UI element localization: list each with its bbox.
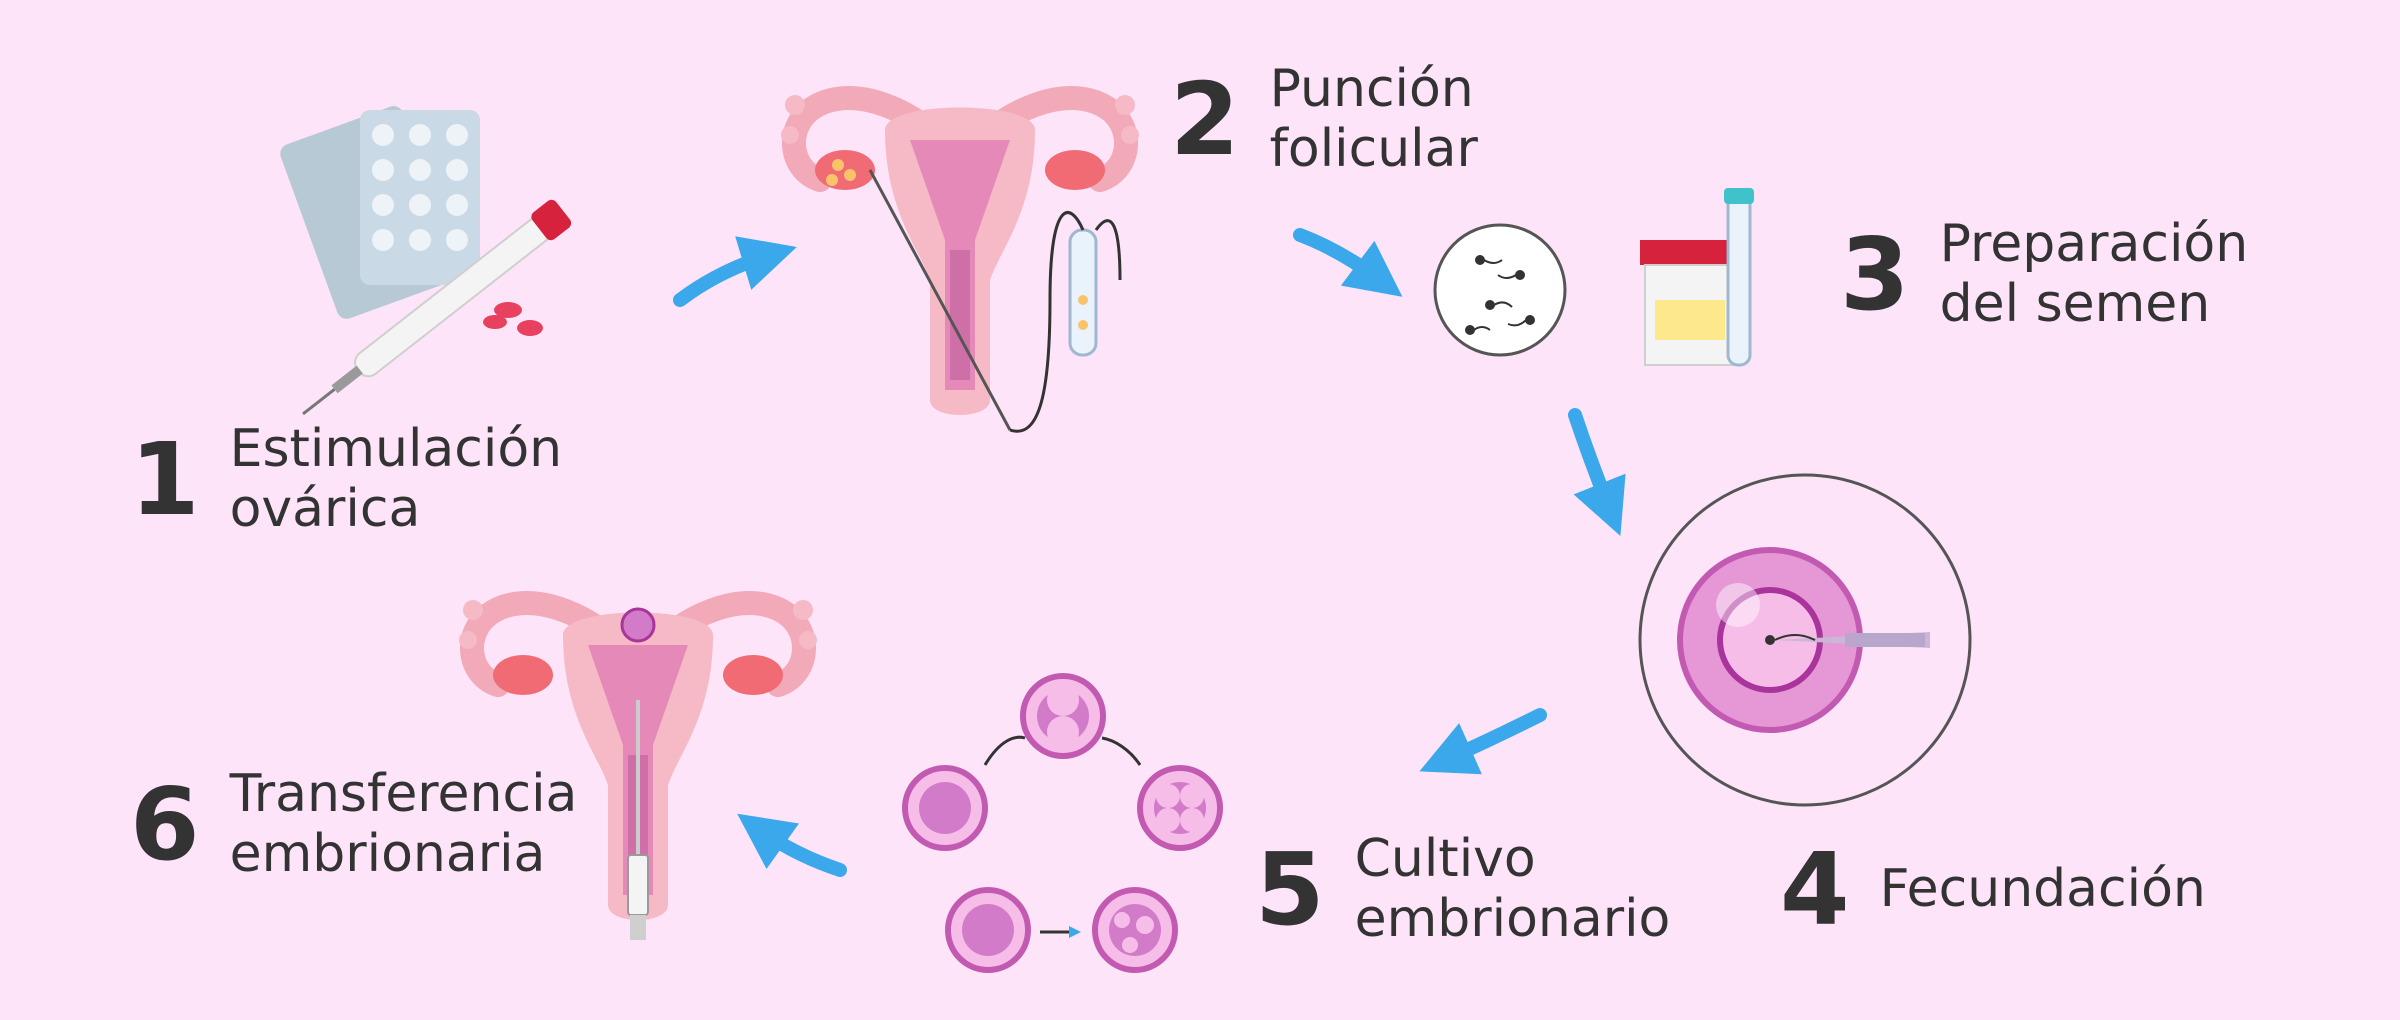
- step-label-line: folicular: [1269, 118, 1478, 179]
- step-fertilization: 4 Fecundación: [1780, 840, 2206, 940]
- step-number: 3: [1840, 215, 1910, 333]
- step-number: 4: [1780, 831, 1850, 948]
- step-label-line: embrionario: [1354, 888, 1671, 949]
- follicular-puncture-illustration: [781, 95, 1139, 433]
- embryo-culture-illustration: [905, 676, 1220, 970]
- step-number: 1: [130, 420, 200, 538]
- arrow-4-to-5: [1419, 708, 1547, 775]
- step-embryo-culture: 5 Cultivo embrionario: [1255, 829, 1671, 950]
- step-label-line: Punción: [1269, 59, 1474, 119]
- step-follicular-puncture: 2 Punción folicular: [1170, 59, 1478, 180]
- step-label-line: Cultivo: [1354, 829, 1536, 889]
- step-number: 5: [1255, 830, 1325, 948]
- step-semen-preparation: 3 Preparación del semen: [1840, 214, 2249, 335]
- step-label: Punción folicular: [1269, 59, 1478, 180]
- step-label-line: del semen: [1939, 273, 2211, 334]
- step-label-line: Preparación: [1939, 214, 2249, 274]
- fertilization-illustration: [1638, 473, 1972, 807]
- step-label-line: Transferencia: [229, 764, 578, 824]
- arrow-5-to-6: [737, 813, 847, 877]
- embryo-transfer-illustration: [459, 600, 817, 940]
- step-embryo-transfer: 6 Transferencia embrionaria: [130, 764, 578, 885]
- step-label-line: Estimulación: [229, 419, 563, 479]
- step-label: Transferencia embrionaria: [229, 764, 578, 885]
- step-label-line: Fecundación: [1879, 859, 2206, 920]
- step-number: 6: [130, 765, 200, 883]
- step-label-line: ovárica: [229, 478, 421, 539]
- step-label: Preparación del semen: [1939, 214, 2249, 335]
- step-label-line: embrionaria: [229, 823, 546, 884]
- arrow-2-to-3: [1293, 228, 1403, 297]
- step-label: Cultivo embrionario: [1354, 829, 1671, 950]
- arrow-3-to-4: [1568, 408, 1626, 536]
- ovarian-stimulation-illustration: [280, 106, 572, 416]
- step-label: Estimulación ovárica: [229, 419, 563, 540]
- step-ovarian-stimulation: 1 Estimulación ovárica: [130, 419, 563, 540]
- process-arrows: [673, 228, 1626, 877]
- step-number: 2: [1170, 60, 1240, 178]
- semen-preparation-illustration: [1433, 188, 1754, 367]
- step-label: Fecundación: [1879, 859, 2206, 920]
- arrow-1-to-2: [673, 236, 797, 307]
